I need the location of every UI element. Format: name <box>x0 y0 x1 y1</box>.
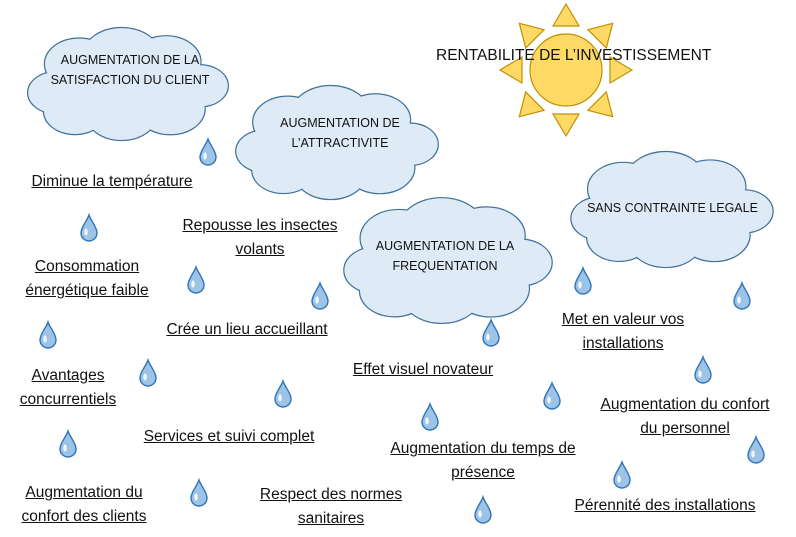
raindrop-icon <box>694 354 712 384</box>
cloud-icon <box>570 150 774 269</box>
raindrop-icon <box>543 380 561 410</box>
raindrop-icon <box>80 212 98 242</box>
raindrop-icon <box>574 265 592 295</box>
raindrop-icon <box>187 264 205 294</box>
raindrop-highlight <box>486 333 490 341</box>
benefit-perennite: Pérennité des installations <box>574 497 756 514</box>
raindrop-highlight <box>43 335 47 343</box>
benefit-confort-clients: Augmentation du confort des clients <box>21 484 147 525</box>
raindrop-highlight <box>578 281 582 289</box>
raindrop-highlight <box>751 450 755 458</box>
raindrop-highlight <box>278 394 282 402</box>
cloud-label-frequentation: AUGMENTATION DE LA FREQUENTATION <box>375 239 515 273</box>
sun-ray <box>518 22 546 50</box>
cloud-label-legale: SANS CONTRAINTE LEGALE <box>587 201 758 215</box>
raindrop-icon <box>311 280 329 310</box>
cloud-label-satisfaction: AUGMENTATION DE LA SATISFACTION DU CLIEN… <box>50 53 210 87</box>
benefit-temps-presence: Augmentation du temps de présence <box>390 440 576 481</box>
cloud-label-attractivite: AUGMENTATION DE L’ATTRACTIVITE <box>280 116 400 150</box>
sun-ray <box>551 2 581 27</box>
cloud-icon <box>235 84 439 201</box>
raindrop-highlight <box>63 444 67 452</box>
sun-disc <box>529 33 603 107</box>
benefit-diminue-temperature: Diminue la température <box>31 173 193 190</box>
cloud-bump <box>287 107 387 181</box>
raindrop-icon <box>613 459 631 489</box>
raindrop-highlight <box>425 417 429 425</box>
benefit-confort-personnel: Augmentation du confort du personnel <box>600 396 770 437</box>
sun-ray <box>518 90 546 118</box>
raindrop-icon <box>733 280 751 310</box>
raindrop-icon <box>274 378 292 408</box>
cloud-bump <box>621 174 723 249</box>
raindrop-icon <box>39 319 57 349</box>
cloud-bump <box>393 222 503 303</box>
raindrop-highlight <box>617 475 621 483</box>
benefit-repousse-insectes: Repousse les insectes volants <box>182 217 338 258</box>
raindrop-highlight <box>194 493 198 501</box>
raindrop-highlight <box>191 280 195 288</box>
sun-ray <box>586 22 614 50</box>
sun-ray <box>586 90 614 118</box>
raindrop-highlight <box>315 296 319 304</box>
raindrop-icon <box>190 477 208 507</box>
raindrop-icon <box>59 428 77 458</box>
benefit-services-suivi: Services et suivi complet <box>143 428 315 445</box>
raindrop-highlight <box>737 296 741 304</box>
benefit-lieu-accueillant: Crée un lieu accueillant <box>166 321 328 338</box>
raindrop-icon <box>474 494 492 524</box>
raindrop-highlight <box>84 228 88 236</box>
sun-label: RENTABILITE DE L’INVESTISSEMENT <box>436 47 712 64</box>
benefit-avantages-concurrentiels: Avantages concurrentiels <box>19 367 117 408</box>
raindrop-highlight <box>203 152 207 160</box>
benefit-consommation-faible: Consommation énergétique faible <box>25 258 149 299</box>
sun-ray <box>551 113 581 138</box>
raindrop-highlight <box>698 370 702 378</box>
sun-ray <box>498 55 523 85</box>
raindrop-highlight <box>478 510 482 518</box>
raindrop-icon <box>139 357 157 387</box>
raindrop-icon <box>421 401 439 431</box>
raindrop-icon <box>199 136 217 166</box>
benefit-effet-visuel: Effet visuel novateur <box>352 361 494 378</box>
cloud-bump <box>79 49 177 123</box>
sun-icon <box>498 2 634 138</box>
sun-ray <box>609 55 634 85</box>
cloud-icon <box>27 26 229 142</box>
raindrop-highlight <box>547 396 551 404</box>
raindrop-highlight <box>143 373 147 381</box>
benefit-met-en-valeur: Met en valeur vos installations <box>561 311 685 352</box>
cloud-icon <box>343 197 553 325</box>
benefit-normes-sanitaires: Respect des normes sanitaires <box>259 486 403 527</box>
raindrop-icon <box>482 317 500 347</box>
